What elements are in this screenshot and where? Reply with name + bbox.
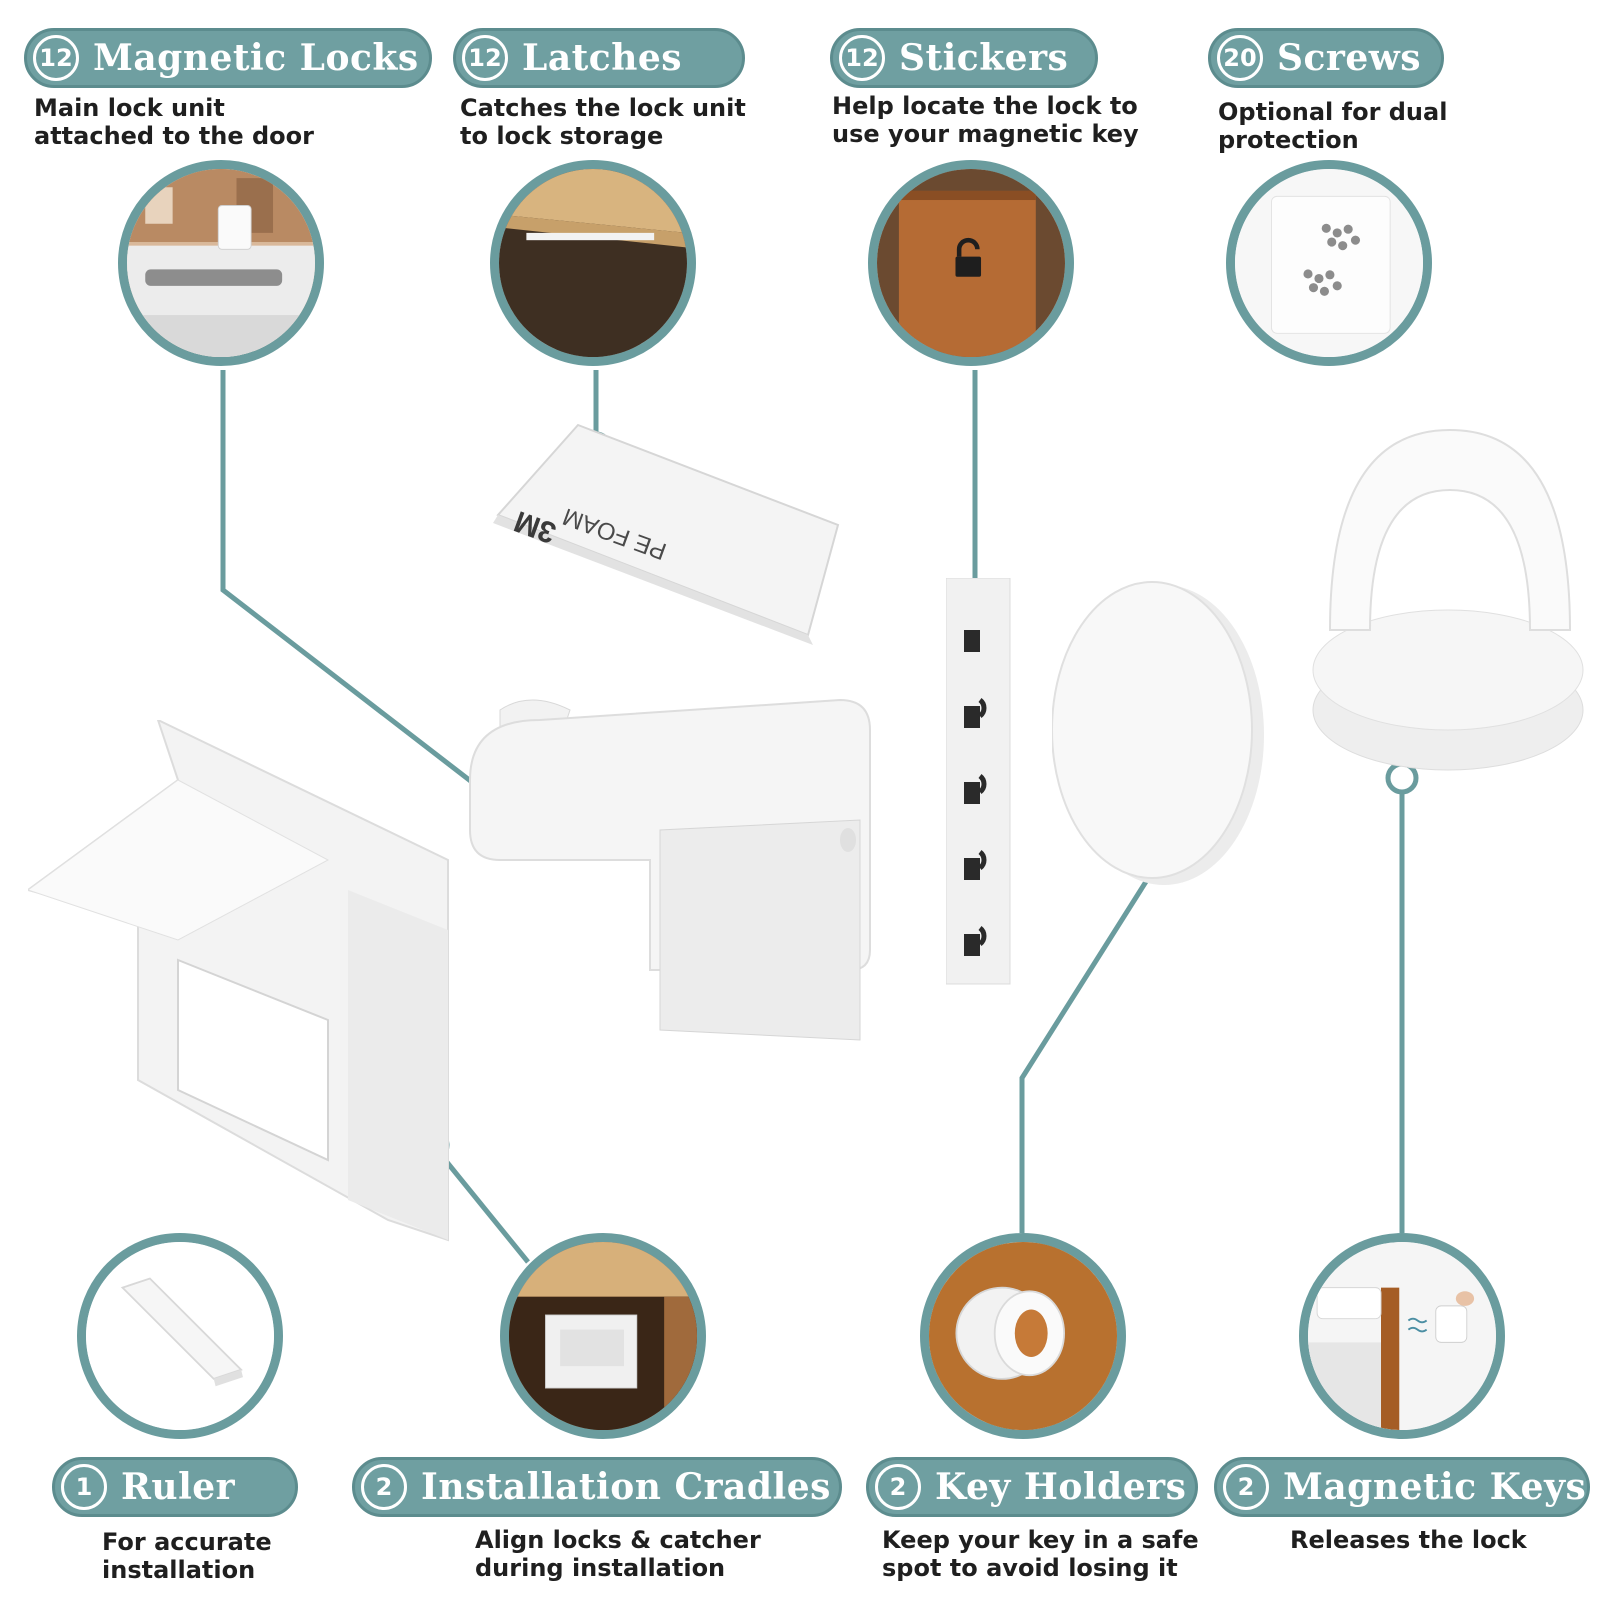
- photo-screws: [1226, 160, 1432, 366]
- ruler-photo-icon: [86, 1242, 274, 1430]
- magnetic-keys-product: [1312, 428, 1584, 771]
- latch-product: PE FOAM 3M: [493, 423, 840, 645]
- count-screws: 20: [1217, 35, 1263, 81]
- badge-latches: 12 Latches: [453, 28, 745, 88]
- badge-magnetic-locks: 12 Magnetic Locks: [24, 28, 432, 88]
- count-magnetic-keys: 2: [1223, 1464, 1269, 1510]
- photo-magnetic-keys: [1299, 1233, 1505, 1439]
- badge-ruler: 1 Ruler: [52, 1457, 298, 1517]
- title-latches: Latches: [522, 37, 683, 79]
- count-latches: 12: [462, 35, 508, 81]
- title-ruler: Ruler: [121, 1466, 236, 1508]
- desc-screws: Optional for dual protection: [1218, 98, 1448, 154]
- count-ruler: 1: [61, 1464, 107, 1510]
- photo-ruler: [77, 1233, 283, 1439]
- magnetic-key-photo-icon: [1308, 1242, 1496, 1430]
- latch-photo-icon: [499, 169, 687, 357]
- desc-latches: Catches the lock unit to lock storage: [460, 94, 746, 150]
- desc-magnetic-locks: Main lock unit attached to the door: [34, 94, 314, 150]
- connector-key-holders: [1019, 840, 1174, 1233]
- desc-cradles: Align locks & catcher during installatio…: [475, 1526, 761, 1582]
- key-holder-product: [1052, 581, 1264, 885]
- title-cradles: Installation Cradles: [421, 1466, 831, 1508]
- desc-key-holders: Keep your key in a safe spot to avoid lo…: [882, 1526, 1199, 1582]
- cradle-photo-icon: [509, 1242, 697, 1430]
- desc-stickers: Help locate the lock to use your magneti…: [832, 92, 1139, 148]
- title-magnetic-keys: Magnetic Keys: [1283, 1466, 1587, 1508]
- screws-photo-icon: [1235, 169, 1423, 357]
- key-holder-photo-icon: [929, 1242, 1117, 1430]
- magnetic-lock-product: [469, 698, 871, 1041]
- count-cradles: 2: [361, 1464, 407, 1510]
- installation-cradle-product: [28, 720, 449, 1242]
- count-magnetic-locks: 12: [33, 35, 79, 81]
- badge-key-holders: 2 Key Holders: [866, 1457, 1198, 1517]
- photo-key-holders: [920, 1233, 1126, 1439]
- badge-screws: 20 Screws: [1208, 28, 1444, 88]
- photo-magnetic-locks: [118, 160, 324, 366]
- photo-latches: [490, 160, 696, 366]
- title-stickers: Stickers: [899, 37, 1069, 79]
- title-key-holders: Key Holders: [935, 1466, 1187, 1508]
- badge-magnetic-keys: 2 Magnetic Keys: [1214, 1457, 1590, 1517]
- desc-magnetic-keys: Releases the lock: [1290, 1526, 1527, 1554]
- photo-stickers: [868, 160, 1074, 366]
- door-lock-photo-icon: [127, 169, 315, 357]
- badge-stickers: 12 Stickers: [830, 28, 1098, 88]
- title-screws: Screws: [1277, 37, 1422, 79]
- count-stickers: 12: [839, 35, 885, 81]
- padlock-sticker-photo-icon: [877, 169, 1065, 357]
- title-magnetic-locks: Magnetic Locks: [93, 37, 419, 79]
- count-key-holders: 2: [875, 1464, 921, 1510]
- badge-cradles: 2 Installation Cradles: [352, 1457, 842, 1517]
- photo-cradles: [500, 1233, 706, 1439]
- desc-ruler: For accurate installation: [102, 1528, 272, 1584]
- sticker-strip-product: [946, 578, 1011, 985]
